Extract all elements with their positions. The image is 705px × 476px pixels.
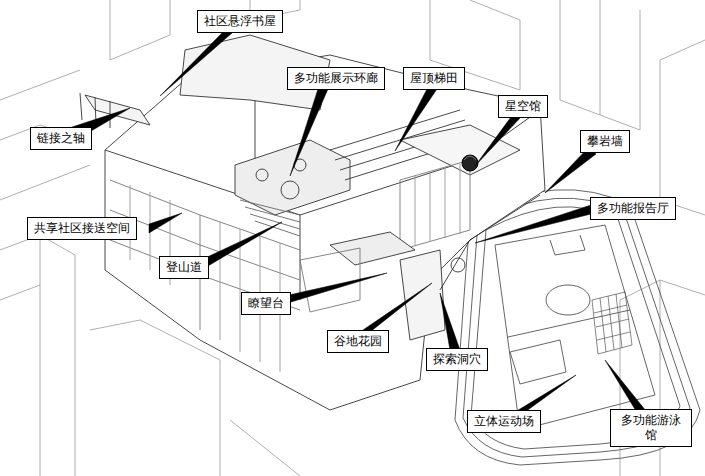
callout-box: 星空馆 — [498, 95, 548, 118]
callout-label: 星空馆 — [505, 99, 541, 113]
callout-box: 多功能展示环廊 — [287, 67, 385, 90]
callout-box: 共享社区接送空间 — [27, 217, 137, 240]
callout-box: 多功能游泳馆 — [610, 409, 692, 447]
callout-label: 攀岩墙 — [587, 134, 623, 148]
callout-label: 多功能报告厅 — [597, 201, 669, 215]
callout-label: 登山道 — [166, 260, 202, 274]
callout-label: 谷地花园 — [334, 334, 382, 348]
callout-box: 攀岩墙 — [580, 130, 630, 153]
callout-label: 探索洞穴 — [433, 352, 481, 366]
callout-label: 立体运动场 — [474, 414, 534, 428]
callout-box: 瞭望台 — [241, 292, 291, 315]
callout-label: 社区悬浮书屋 — [204, 14, 276, 28]
callout-box: 链接之轴 — [30, 127, 92, 150]
callout-box: 登山道 — [159, 256, 209, 279]
callout-label: 瞭望台 — [248, 296, 284, 310]
callout-label: 链接之轴 — [37, 131, 85, 145]
callout-label: 共享社区接送空间 — [34, 221, 130, 235]
callout-box: 探索洞穴 — [426, 348, 488, 371]
callout-box: 社区悬浮书屋 — [197, 10, 283, 33]
callout-box: 谷地花园 — [327, 330, 389, 353]
callout-box: 屋顶梯田 — [403, 67, 465, 90]
callout-label: 多功能展示环廊 — [294, 71, 378, 85]
callout-label: 屋顶梯田 — [410, 71, 458, 85]
callout-box: 多功能报告厅 — [590, 197, 676, 220]
callout-label: 多功能游泳馆 — [621, 413, 681, 442]
callout-box: 立体运动场 — [467, 410, 541, 433]
